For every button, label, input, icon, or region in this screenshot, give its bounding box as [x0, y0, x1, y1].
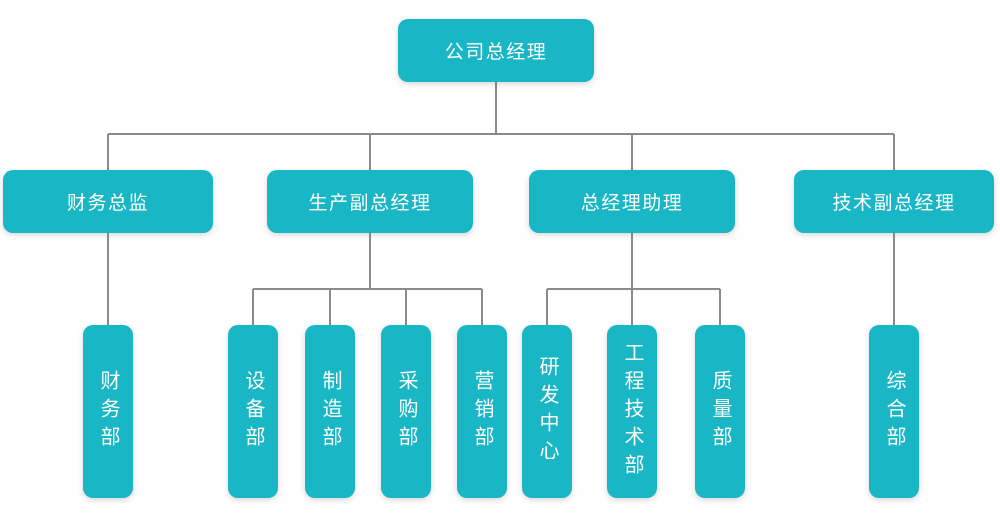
node-quality-dept: 质量部: [695, 325, 745, 498]
node-company-general-manager: 公司总经理: [398, 19, 594, 82]
node-label: 研发中心: [536, 355, 558, 468]
node-rd-center: 研发中心: [522, 325, 572, 498]
node-procurement-dept: 采购部: [381, 325, 431, 498]
node-label: 总经理助理: [580, 193, 684, 214]
node-label: 工程技术部: [621, 341, 643, 482]
connector-production-vp-to-depts: [252, 233, 483, 325]
node-label: 综合部: [883, 369, 905, 454]
node-technical-vice-gm: 技术副总经理: [794, 170, 994, 233]
node-label: 财务部: [97, 369, 119, 454]
node-equipment-dept: 设备部: [228, 325, 278, 498]
node-manufacturing-dept: 制造部: [305, 325, 355, 498]
node-label: 技术副总经理: [832, 193, 956, 214]
node-label: 质量部: [709, 369, 731, 454]
node-label: 采购部: [395, 369, 417, 454]
node-production-vice-gm: 生产副总经理: [267, 170, 473, 233]
node-label: 营销部: [471, 369, 493, 454]
node-gm-assistant: 总经理助理: [529, 170, 735, 233]
node-finance-director: 财务总监: [3, 170, 213, 233]
node-general-affairs-dept: 综合部: [869, 325, 919, 498]
node-label: 生产副总经理: [308, 193, 432, 214]
node-finance-dept: 财务部: [83, 325, 133, 498]
connector-root-to-managers: [107, 82, 895, 170]
connector-gm-assistant-to-depts: [546, 233, 721, 325]
node-label: 财务总监: [66, 193, 149, 214]
node-marketing-dept: 营销部: [457, 325, 507, 498]
node-label: 设备部: [242, 369, 264, 454]
node-label: 公司总经理: [444, 42, 548, 63]
node-label: 制造部: [319, 369, 341, 454]
node-engineering-tech-dept: 工程技术部: [607, 325, 657, 498]
